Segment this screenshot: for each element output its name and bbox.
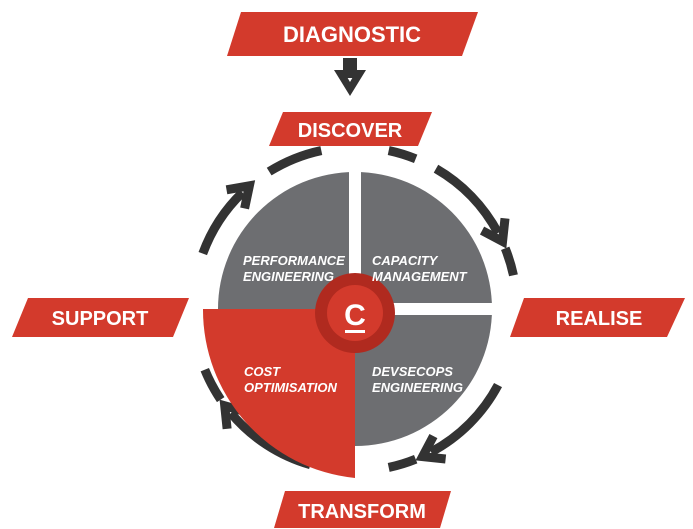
quadrant-performance-engineering [218, 172, 355, 309]
discover-banner: DISCOVER [269, 112, 432, 146]
center-logo: C [315, 273, 395, 353]
svg-text:DIAGNOSTIC: DIAGNOSTIC [283, 22, 421, 47]
cycle-ring [198, 146, 518, 472]
logo-underline [345, 330, 365, 333]
quadrant-cost-optimisation [202, 309, 355, 478]
service-quadrants [202, 166, 498, 478]
diagnostic-banner: DIAGNOSTIC [227, 12, 478, 56]
svg-text:SUPPORT: SUPPORT [52, 308, 149, 330]
realise-banner: REALISE [510, 298, 685, 337]
ring-arc-support-to-discover [198, 189, 246, 256]
quadrant-devsecops-engineering [355, 309, 492, 446]
quadrant-capacity-management [355, 172, 492, 309]
ring-arc-left-lower [200, 367, 225, 403]
arrowhead-icon [225, 180, 256, 210]
logo-letter: C [344, 299, 366, 332]
ring-arc-discover-to-realise [433, 164, 503, 236]
label-capacity-management: CAPACITY MANAGEMENT [372, 253, 468, 284]
arrowhead-icon [415, 433, 447, 464]
svg-text:REALISE: REALISE [556, 308, 643, 330]
ring-arc-top-right [387, 146, 418, 163]
ring-arc-bottom [387, 455, 418, 472]
support-banner: SUPPORT [12, 298, 189, 337]
arrowhead-icon [479, 217, 510, 249]
label-devsecops-engineering: DEVSECOPS ENGINEERING [372, 364, 463, 395]
ring-arc-realise-to-transform [428, 382, 503, 457]
label-cost-optimisation: COST OPTIMISATION [244, 364, 338, 395]
svg-text:TRANSFORM: TRANSFORM [298, 501, 426, 523]
ring-arc-right-upper [501, 246, 518, 277]
ring-arc-top-left [266, 146, 323, 176]
down-arrow-icon [334, 58, 366, 96]
svg-text:DISCOVER: DISCOVER [298, 120, 403, 142]
transform-banner: TRANSFORM [274, 491, 451, 528]
label-performance-engineering: PERFORMANCE ENGINEERING [243, 253, 348, 284]
logo-inner-circle [327, 285, 383, 341]
